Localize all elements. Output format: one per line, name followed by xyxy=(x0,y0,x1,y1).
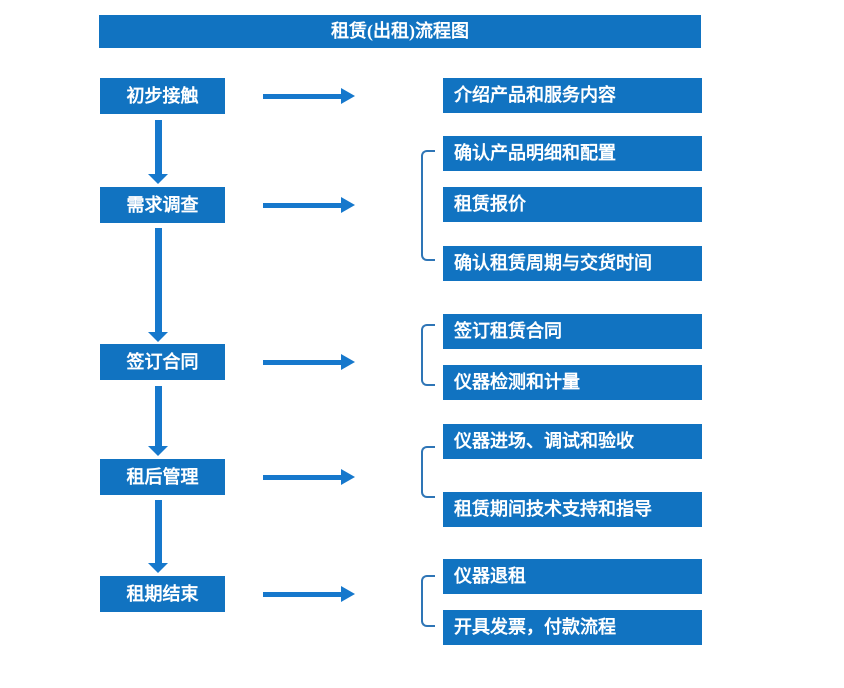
down-arrow-icon xyxy=(148,120,168,184)
detail-box: 仪器退租 xyxy=(443,559,702,594)
step-box-post-rental: 租后管理 xyxy=(100,459,225,495)
step-box-demand-survey: 需求调查 xyxy=(100,187,225,223)
step-box-sign-contract: 签订合同 xyxy=(100,344,225,380)
group-bracket xyxy=(421,575,435,627)
diagram-title: 租赁(出租)流程图 xyxy=(99,15,701,48)
detail-box: 确认租赁周期与交货时间 xyxy=(443,246,702,281)
right-arrow-icon xyxy=(263,586,355,602)
right-arrow-icon xyxy=(263,354,355,370)
detail-box: 仪器进场、调试和验收 xyxy=(443,424,702,459)
right-arrow-icon xyxy=(263,469,355,485)
down-arrow-icon xyxy=(148,500,168,573)
group-bracket xyxy=(421,150,435,261)
detail-box: 仪器检测和计量 xyxy=(443,365,702,400)
group-bracket xyxy=(421,324,435,386)
step-box-initial-contact: 初步接触 xyxy=(100,78,225,114)
detail-box: 确认产品明细和配置 xyxy=(443,136,702,171)
step-box-lease-end: 租期结束 xyxy=(100,576,225,612)
detail-box: 租赁期间技术支持和指导 xyxy=(443,492,702,527)
right-arrow-icon xyxy=(263,88,355,104)
detail-box: 签订租赁合同 xyxy=(443,314,702,349)
group-bracket xyxy=(421,446,435,498)
detail-box: 租赁报价 xyxy=(443,187,702,222)
down-arrow-icon xyxy=(148,386,168,456)
detail-box: 介绍产品和服务内容 xyxy=(443,78,702,113)
detail-box: 开具发票，付款流程 xyxy=(443,610,702,645)
right-arrow-icon xyxy=(263,197,355,213)
down-arrow-icon xyxy=(148,228,168,342)
